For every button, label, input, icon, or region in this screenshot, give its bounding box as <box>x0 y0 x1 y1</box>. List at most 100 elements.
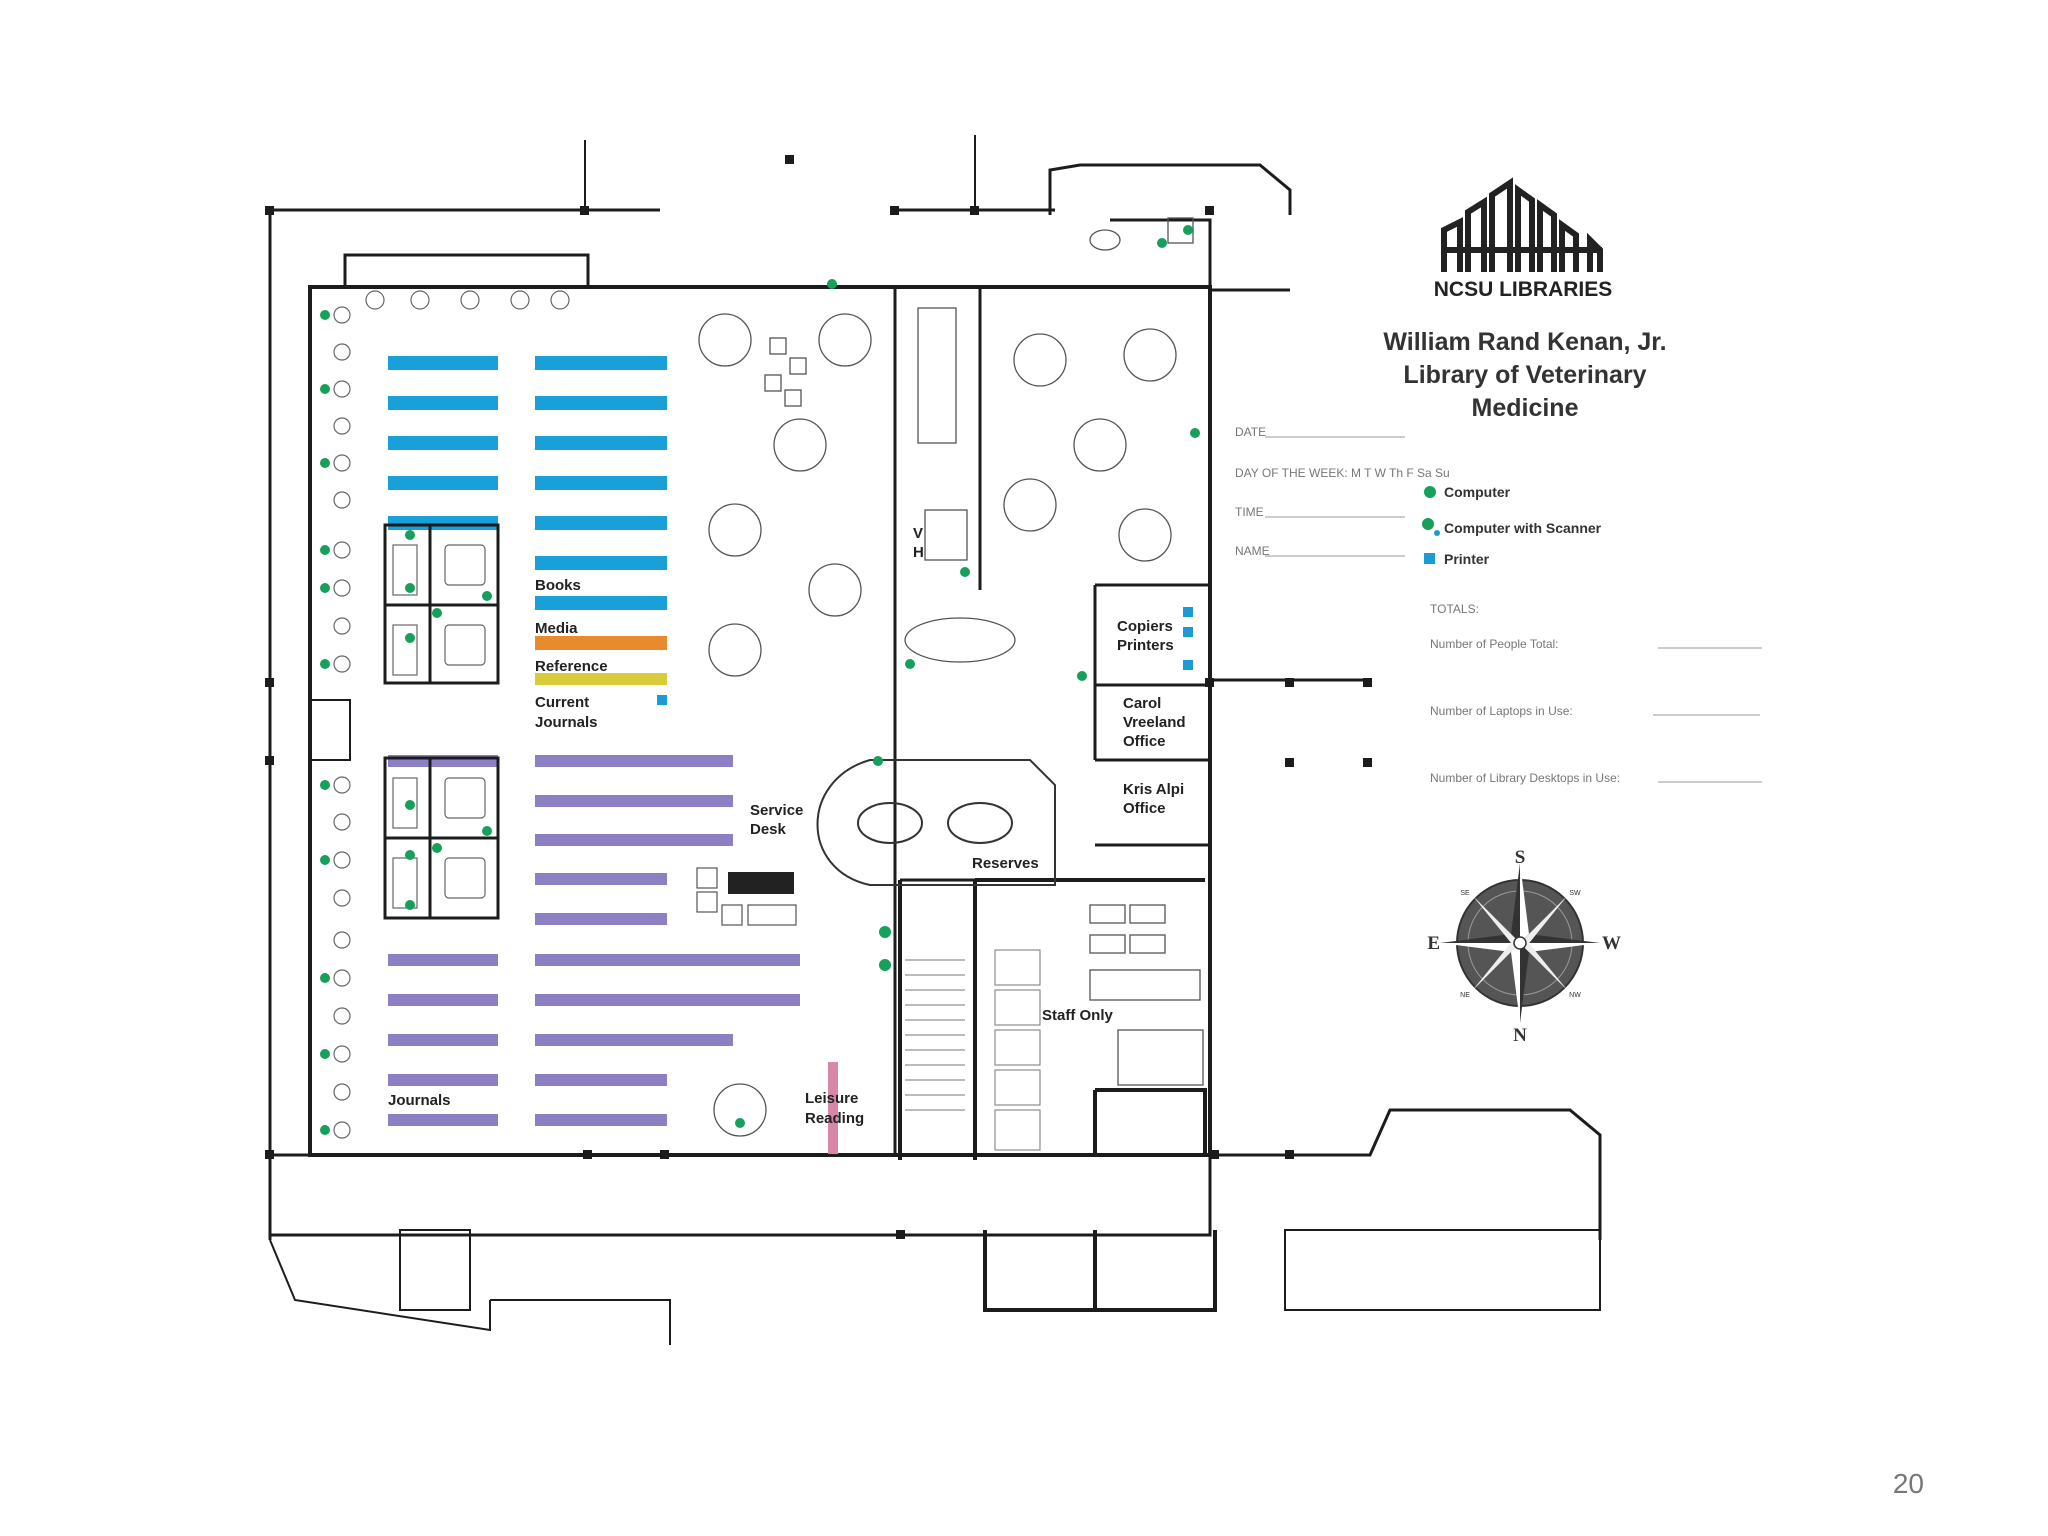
building-walls <box>268 135 1602 1345</box>
title-line-1: William Rand Kenan, Jr. <box>1383 328 1666 356</box>
compass-sw: SW <box>1569 890 1581 897</box>
journals-label: Journals <box>388 1092 451 1109</box>
current-journals-label-2: Journals <box>535 714 598 731</box>
reading-tables <box>698 217 1204 1137</box>
computer-icon <box>320 583 330 593</box>
computer-icon <box>405 530 415 540</box>
service-desk-boxes <box>696 867 797 926</box>
books-shelves <box>388 356 667 610</box>
room-labels: Books Media Reference Current Journals J… <box>388 525 1186 1127</box>
computer-icon <box>320 973 330 983</box>
carol-vreeland-office-label-3: Office <box>1123 733 1166 750</box>
legend-computer-icon <box>1424 486 1436 498</box>
computer-icon <box>879 926 891 938</box>
legend-printer-label: Printer <box>1444 551 1490 567</box>
leisure-reading-label-2: Reading <box>805 1110 864 1127</box>
page-number: 20 <box>1892 1468 1924 1499</box>
computer-icon <box>405 850 415 860</box>
tally-form: DATE DAY OF THE WEEK: M T W Th F Sa Su T… <box>1235 425 1762 785</box>
library-title: William Rand Kenan, Jr. Library of Veter… <box>1383 328 1666 422</box>
computer-icon <box>320 384 330 394</box>
form-name-label: NAME <box>1235 544 1270 558</box>
computer-markers <box>320 225 1200 1135</box>
computer-icon <box>405 583 415 593</box>
compass-ne: NE <box>1460 992 1470 999</box>
printer-icon <box>1183 660 1193 670</box>
computer-icon <box>320 659 330 669</box>
compass-south: S <box>1515 847 1526 868</box>
computer-icon <box>320 545 330 555</box>
form-totals-label: TOTALS: <box>1430 602 1479 616</box>
compass-west: W <box>1602 933 1621 954</box>
computer-icon <box>873 756 883 766</box>
form-day-label: DAY OF THE WEEK: M T W Th F Sa Su <box>1235 466 1450 480</box>
computer-icon <box>320 1125 330 1135</box>
compass-east: E <box>1427 933 1440 954</box>
service-desk-label-1: Service <box>750 802 803 819</box>
legend-computer-scanner-label: Computer with Scanner <box>1444 520 1602 536</box>
computer-icon <box>879 959 891 971</box>
computer-icon <box>960 567 970 577</box>
journals-shelves <box>388 755 800 1126</box>
service-desk <box>816 759 1056 886</box>
computer-icon <box>905 659 915 669</box>
carol-vreeland-office-label-1: Carol <box>1123 695 1161 712</box>
study-rooms <box>383 523 500 920</box>
form-desktops-label: Number of Library Desktops in Use: <box>1430 771 1620 785</box>
vet-history-label-2: H <box>913 544 924 561</box>
leisure-reading-rack <box>828 1062 838 1154</box>
computer-icon <box>320 310 330 320</box>
computer-icon <box>320 1049 330 1059</box>
staff-only-label: Staff Only <box>1042 1007 1113 1024</box>
computer-icon <box>405 800 415 810</box>
kris-alpi-office-label-1: Kris Alpi <box>1123 781 1184 798</box>
reference-label: Reference <box>535 658 608 675</box>
kris-alpi-office-label-2: Office <box>1123 800 1166 817</box>
computer-icon <box>320 458 330 468</box>
computer-icon <box>320 855 330 865</box>
media-label: Media <box>535 620 578 637</box>
staff-area <box>905 949 1041 1151</box>
compass-se: SE <box>1460 890 1470 897</box>
copiers-label: Copiers <box>1117 618 1173 635</box>
legend: Computer Computer with Scanner Printer <box>1422 484 1602 567</box>
service-desk-counter <box>728 872 794 894</box>
compass-nw: NW <box>1569 992 1581 999</box>
computer-icon <box>432 608 442 618</box>
wall-carrels <box>333 290 570 1139</box>
computer-icon <box>1190 428 1200 438</box>
title-line-2: Library of Veterinary <box>1403 361 1646 389</box>
computer-icon <box>405 900 415 910</box>
leisure-reading-label-1: Leisure <box>805 1090 858 1107</box>
books-label: Books <box>535 577 581 594</box>
form-time-label: TIME <box>1235 505 1264 519</box>
computer-icon <box>735 1118 745 1128</box>
computer-icon <box>482 826 492 836</box>
computer-icon <box>1077 671 1087 681</box>
compass-rose: S N E W SE SW NE NW <box>1427 847 1621 1046</box>
legend-computer-label: Computer <box>1444 484 1511 500</box>
title-line-3: Medicine <box>1472 394 1579 422</box>
computer-icon <box>482 591 492 601</box>
printers-label: Printers <box>1117 637 1174 654</box>
service-desk-label-2: Desk <box>750 821 787 838</box>
printer-icon <box>1183 627 1193 637</box>
vet-history-label-1: V <box>913 525 923 542</box>
computer-icon <box>1157 238 1167 248</box>
wall-posts <box>265 155 1372 1239</box>
computer-icon <box>1183 225 1193 235</box>
computer-icon <box>320 780 330 790</box>
form-laptops-label: Number of Laptops in Use: <box>1430 704 1573 718</box>
carol-vreeland-office-label-2: Vreeland <box>1123 714 1186 731</box>
study-room-furniture <box>392 544 486 909</box>
current-journals-label-1: Current <box>535 694 589 711</box>
reserves-label: Reserves <box>972 855 1039 872</box>
computer-icon <box>405 633 415 643</box>
brand-name: NCSU LIBRARIES <box>1434 278 1613 301</box>
reference-shelf <box>535 673 667 685</box>
form-date-label: DATE <box>1235 425 1266 439</box>
compass-north: N <box>1513 1025 1527 1046</box>
computer-icon <box>432 843 442 853</box>
computer-icon <box>827 279 837 289</box>
legend-printer-icon <box>1424 553 1435 564</box>
